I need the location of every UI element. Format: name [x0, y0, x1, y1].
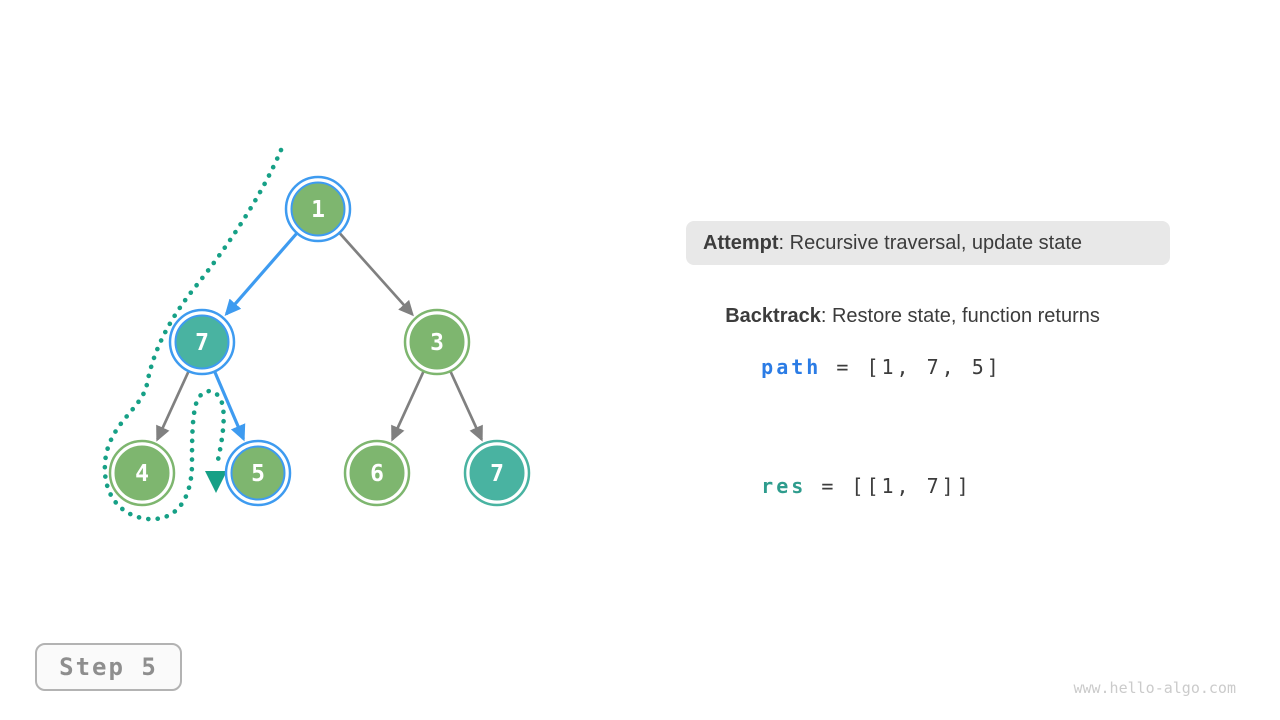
tree-node-label: 1	[311, 197, 325, 223]
tree-edge-root-1-right-3	[338, 232, 414, 317]
attempt-text: : Recursive traversal, update state	[778, 231, 1083, 254]
backtrack-text: : Restore state, function returns	[820, 305, 1100, 327]
res-variable-line: res = [[1, 7]]	[701, 450, 972, 522]
tree-node-label: 6	[370, 461, 384, 487]
attempt-statement: Attempt: Recursive traversal, update sta…	[686, 221, 1170, 265]
tree-edge-left-7-leaf-5	[213, 371, 246, 442]
tree-node-leaf-4: 4	[108, 439, 176, 507]
tree-node-root-1: 1	[284, 175, 352, 243]
tree-node-label: 3	[430, 330, 444, 356]
tree-edge-root-1-left-7	[224, 232, 298, 317]
step-indicator-badge: Step 5	[35, 643, 182, 691]
tree-node-leaf-6: 6	[343, 439, 411, 507]
traversal-trace-path	[102, 147, 284, 522]
path-variable-line: path = [1, 7, 5]	[701, 331, 1002, 403]
path-variable-value: = [1, 7, 5]	[821, 355, 1002, 379]
tree-edge-right-3-leaf-7	[449, 370, 483, 442]
tree-edge-left-7-leaf-4	[156, 370, 190, 442]
tree-node-leaf-7: 7	[463, 439, 531, 507]
tree-node-label: 7	[195, 330, 209, 356]
tree-edges	[156, 232, 483, 442]
backtrack-statement: Backtrack: Restore state, function retur…	[703, 282, 1100, 351]
step-indicator-label: Step 5	[59, 653, 158, 681]
path-variable-name: path	[761, 355, 822, 379]
tree-node-left-7: 7	[168, 308, 236, 376]
site-watermark: www.hello-algo.com	[1073, 679, 1236, 697]
tree-node-label: 7	[490, 461, 504, 487]
trace-cursor-icon	[205, 471, 227, 493]
backtrack-label: Backtrack	[725, 305, 821, 327]
tree-node-label: 4	[135, 461, 149, 487]
res-variable-name: res	[761, 474, 807, 498]
tree-edge-right-3-leaf-6	[391, 370, 425, 442]
res-variable-value: = [[1, 7]]	[806, 474, 972, 498]
tree-node-label: 5	[251, 461, 265, 487]
attempt-label: Attempt	[703, 231, 779, 254]
tree-node-right-3: 3	[403, 308, 471, 376]
tree-node-leaf-5: 5	[224, 439, 292, 507]
traversal-trace	[102, 147, 284, 522]
tree-nodes: 1 7 3 4 5 6 7	[108, 175, 531, 507]
binary-tree-diagram: 1 7 3 4 5 6 7	[102, 147, 531, 522]
